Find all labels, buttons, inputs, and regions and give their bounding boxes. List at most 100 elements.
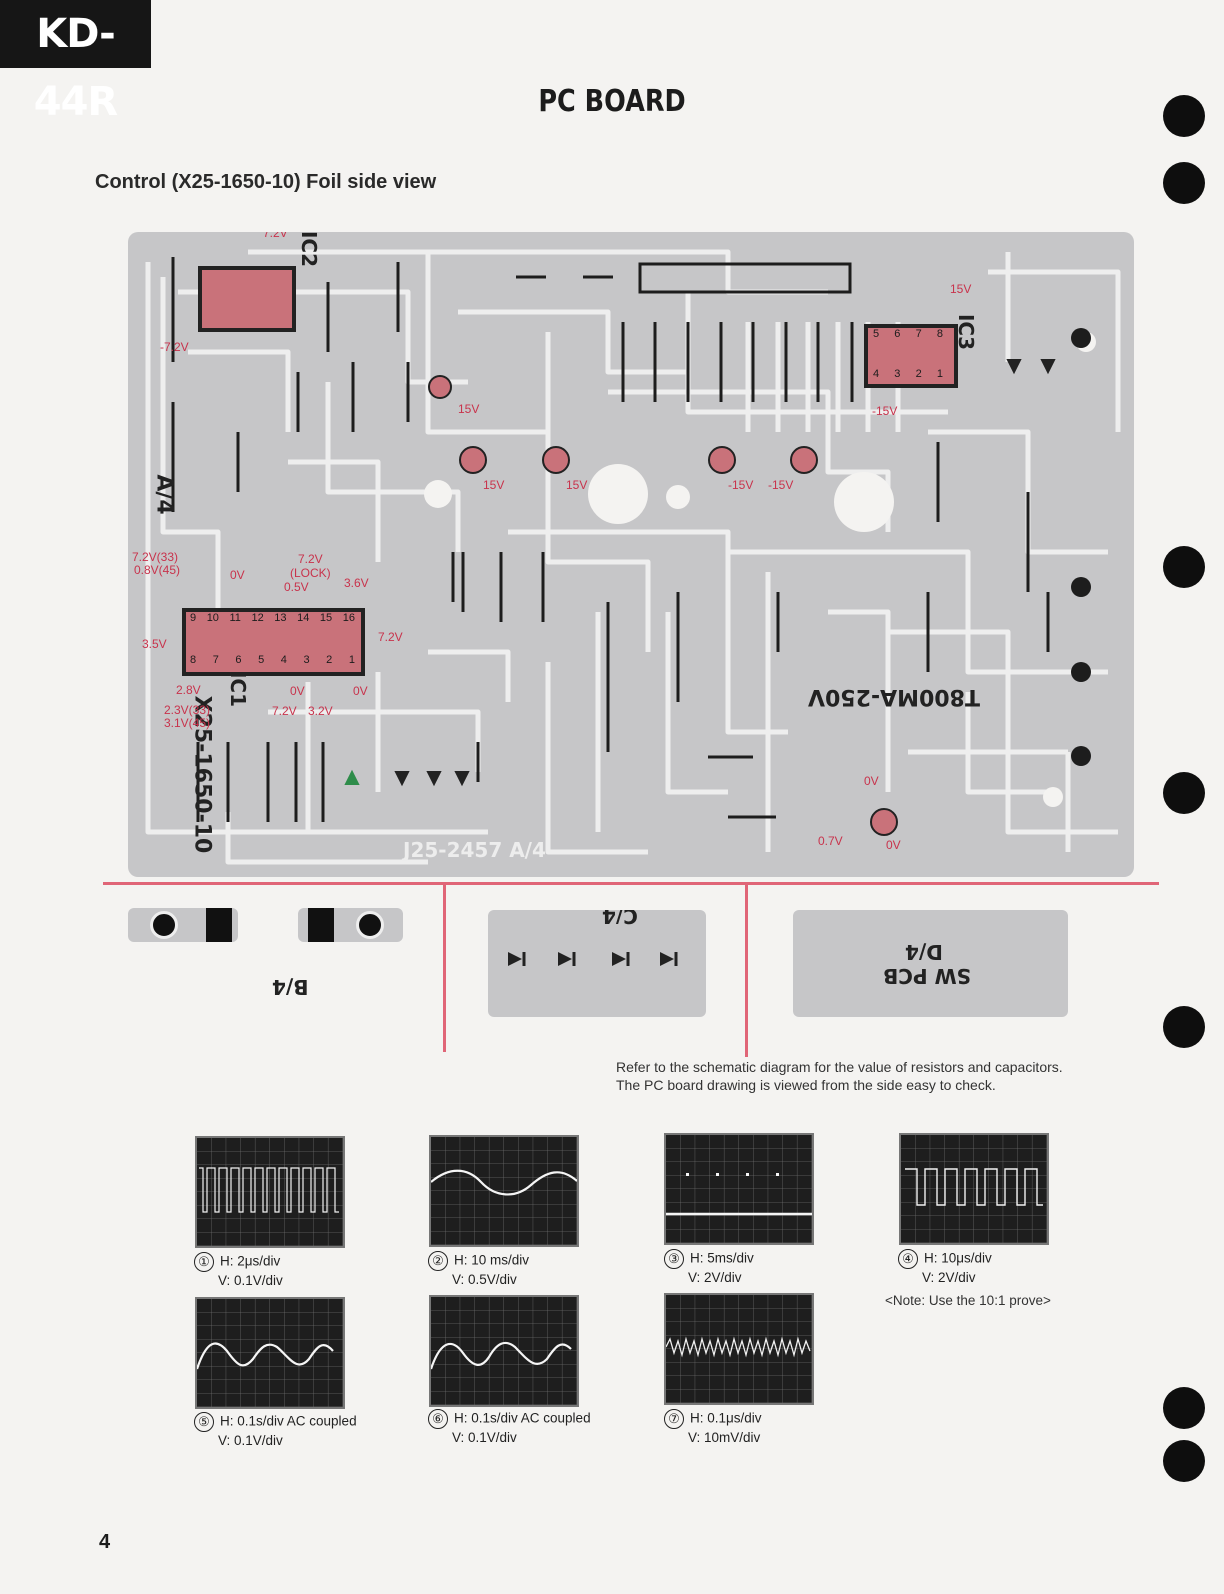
ic1-pin: 7 bbox=[212, 654, 219, 666]
waveform-vertical: V: 2V/div bbox=[922, 1270, 976, 1285]
waveform-number: ⑦ bbox=[664, 1409, 684, 1429]
waveform-horizontal: H: 2μs/div bbox=[220, 1253, 281, 1269]
voltage-label: 7.2V bbox=[272, 704, 297, 718]
ic1-pin: 1 bbox=[348, 654, 355, 666]
voltage-label: 0V bbox=[886, 838, 901, 852]
waveform-2-screen bbox=[429, 1135, 579, 1247]
ic1-pin: 11 bbox=[229, 612, 241, 624]
voltage-label: 2.3V(33) bbox=[164, 703, 211, 717]
waveform-horizontal: H: 0.1s/div AC coupled bbox=[220, 1413, 357, 1429]
b4-label: B/4 bbox=[272, 975, 309, 999]
section-caption: Control (X25-1650-10) Foil side view bbox=[95, 171, 437, 193]
voltage-label: -15V bbox=[872, 404, 898, 418]
waveform-5-screen bbox=[195, 1297, 345, 1409]
ic1-chip bbox=[182, 608, 365, 676]
voltage-label: 3.1V(45) bbox=[164, 716, 211, 730]
ic1-pin: 2 bbox=[326, 654, 333, 666]
voltage-label: -15V bbox=[728, 478, 754, 492]
control-board: J25-2457 A/4 IC2 IC3 IC1 X25-1650-10 A/4… bbox=[128, 232, 1134, 877]
voltage-label: 0.5V bbox=[284, 580, 309, 594]
waveform-2-caption: ② H: 10 ms/div V: 0.5V/div bbox=[428, 1251, 529, 1288]
voltage-label: 0V bbox=[230, 568, 245, 582]
waveform-horizontal: H: 0.1μs/div bbox=[690, 1410, 762, 1426]
ic3-pin: 1 bbox=[936, 368, 943, 380]
voltage-label: 15V bbox=[950, 282, 972, 296]
waveform-vertical: V: 10mV/div bbox=[688, 1430, 761, 1445]
ic1-pin: 15 bbox=[319, 612, 333, 624]
waveform-number: ⑥ bbox=[428, 1409, 448, 1429]
note-line: The PC board drawing is viewed from the … bbox=[616, 1077, 996, 1093]
waveform-7-caption: ⑦ H: 0.1μs/div V: 10mV/div bbox=[664, 1409, 762, 1446]
voltage-label: (LOCK) bbox=[290, 566, 331, 580]
waveform-number: ⑤ bbox=[194, 1412, 214, 1432]
waveform-horizontal: H: 5ms/div bbox=[690, 1250, 754, 1266]
pattern-id: J25-2457 A/4 bbox=[401, 838, 546, 862]
page-number: 4 bbox=[99, 1531, 111, 1553]
ic1-pin: 6 bbox=[235, 654, 242, 666]
ic3-chip bbox=[864, 324, 958, 388]
waveform-vertical: V: 0.1V/div bbox=[218, 1273, 283, 1288]
binder-hole bbox=[1163, 162, 1205, 204]
voltage-label: 15V bbox=[566, 478, 588, 492]
connector-outline bbox=[638, 262, 852, 294]
note-line: Refer to the schematic diagram for the v… bbox=[616, 1059, 1063, 1075]
voltage-label: -15V bbox=[768, 478, 794, 492]
ic1-pin: 16 bbox=[342, 612, 355, 624]
ic1-pin: 5 bbox=[258, 654, 265, 666]
ic3-pin: 2 bbox=[915, 368, 922, 380]
ic3-pin: 6 bbox=[894, 328, 901, 340]
voltage-label: -7.2V bbox=[160, 340, 189, 354]
ic1-pin: 14 bbox=[297, 612, 310, 624]
c4-label: C/4 bbox=[602, 910, 638, 928]
binder-hole bbox=[1163, 95, 1205, 137]
waveform-3-screen bbox=[664, 1133, 814, 1245]
voltage-label: 7.2V(33) bbox=[132, 550, 179, 564]
voltage-label: 0.8V(45) bbox=[134, 563, 181, 577]
ic2-chip bbox=[198, 266, 296, 332]
waveform-vertical: V: 0.5V/div bbox=[452, 1272, 517, 1287]
voltage-label: 3.5V bbox=[142, 637, 167, 651]
divider-line bbox=[443, 882, 446, 1052]
ic1-pin: 8 bbox=[190, 654, 197, 666]
waveform-number: ① bbox=[194, 1252, 214, 1272]
waveform-1-screen bbox=[195, 1136, 345, 1248]
voltage-label: 7.2V bbox=[378, 630, 403, 644]
ic1-pin: 12 bbox=[251, 612, 264, 624]
a4-label: A/4 bbox=[151, 474, 177, 515]
voltage-label: 15V bbox=[458, 402, 480, 416]
ic1-pin: 4 bbox=[280, 654, 287, 666]
b4-board-left bbox=[128, 908, 238, 942]
ic3-pin: 8 bbox=[936, 328, 943, 340]
ic3-pin: 4 bbox=[873, 368, 880, 380]
waveform-number: ② bbox=[428, 1251, 448, 1271]
sw-pcb-label: SW PCB bbox=[883, 964, 972, 988]
waveform-horizontal: H: 10 ms/div bbox=[454, 1252, 530, 1268]
binder-hole bbox=[1163, 1387, 1205, 1429]
voltage-label: 3.6V bbox=[344, 576, 369, 590]
d4-label: D/4 bbox=[905, 940, 943, 964]
divider-line bbox=[103, 882, 1159, 885]
model-badge: KD-44R bbox=[0, 0, 151, 125]
page-title: PC BOARD bbox=[538, 84, 686, 119]
waveform-number: ③ bbox=[664, 1249, 684, 1269]
ic3-pin: 3 bbox=[894, 368, 901, 380]
divider-line bbox=[745, 882, 748, 1057]
binder-hole bbox=[1163, 1006, 1205, 1048]
d4-sw-board: D/4 SW PCB bbox=[793, 910, 1068, 1017]
ic2-label: IC2 bbox=[297, 232, 322, 268]
waveform-1-caption: ① H: 2μs/div V: 0.1V/div bbox=[194, 1252, 283, 1289]
ic3-pin: 7 bbox=[915, 328, 922, 340]
waveform-7-screen bbox=[664, 1293, 814, 1405]
ic1-pin: 9 bbox=[190, 612, 197, 624]
c4-board: C/4 bbox=[488, 910, 706, 1017]
waveform-horizontal: H: 10μs/div bbox=[924, 1250, 992, 1266]
ic1-pin: 10 bbox=[206, 612, 219, 624]
board-note: Refer to the schematic diagram for the v… bbox=[616, 1058, 1063, 1094]
ic1-pin: 3 bbox=[303, 654, 310, 666]
foil-traces: J25-2457 A/4 bbox=[145, 249, 1121, 865]
b4-board-right bbox=[298, 908, 403, 942]
voltage-label: 7.2V bbox=[263, 232, 288, 240]
